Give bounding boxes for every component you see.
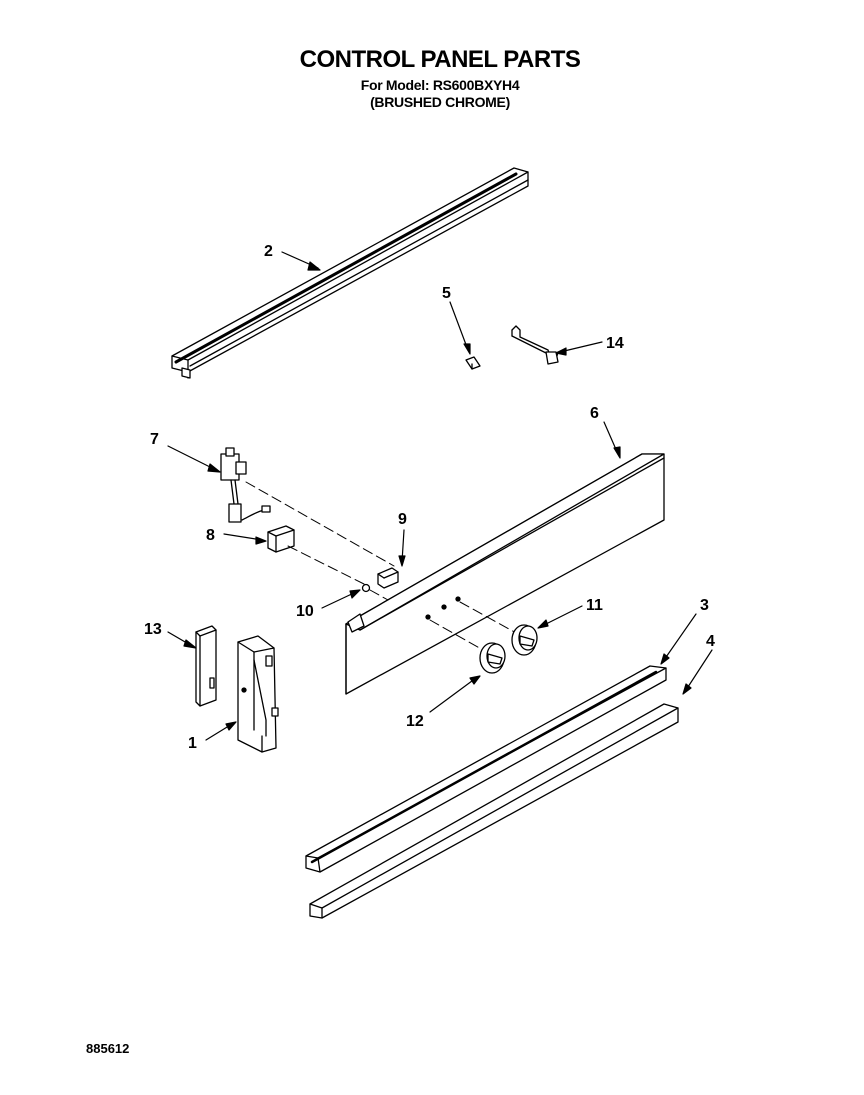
part-7-switch [220,447,271,523]
callout-10: 10 [296,603,314,620]
part-13-bracket [195,625,217,707]
callout-6: 6 [590,405,599,422]
callout-13: 13 [144,621,162,638]
part-12-knob [479,642,506,674]
model-line: For Model: RS600BXYH4 [360,77,520,93]
callout-11: 11 [586,597,603,614]
callout-1: 1 [188,735,197,752]
finish-line: (BRUSHED CHROME) [370,94,510,110]
callout-4: 4 [706,633,715,650]
callout-3: 3 [700,597,709,614]
callout-8: 8 [206,527,215,544]
part-3-lower-trim [305,665,667,873]
callout-2: 2 [264,243,273,260]
part-10-washer [361,583,371,593]
part-6-control-panel [345,453,665,695]
callout-7: 7 [150,431,159,448]
leader-lines [167,251,713,741]
part-9-clip [377,567,399,589]
callout-9: 9 [398,511,407,528]
callout-14: 14 [606,335,624,352]
part-4-bottom-trim [309,703,679,919]
part-11-knob [511,624,538,656]
callout-5: 5 [442,285,451,302]
callout-12: 12 [406,713,424,730]
part-8-block [267,525,295,553]
part-2-top-trim [171,167,529,379]
callout-labels: 2 5 14 6 7 8 9 10 11 12 13 1 3 4 [144,243,715,752]
part-1-end-cap [237,635,279,753]
page-title: CONTROL PANEL PARTS [299,46,581,73]
part-14-bracket [511,325,559,365]
part-5-clip [465,356,481,370]
assembly-lines [245,481,519,655]
document-number: 885612 [86,1041,130,1056]
